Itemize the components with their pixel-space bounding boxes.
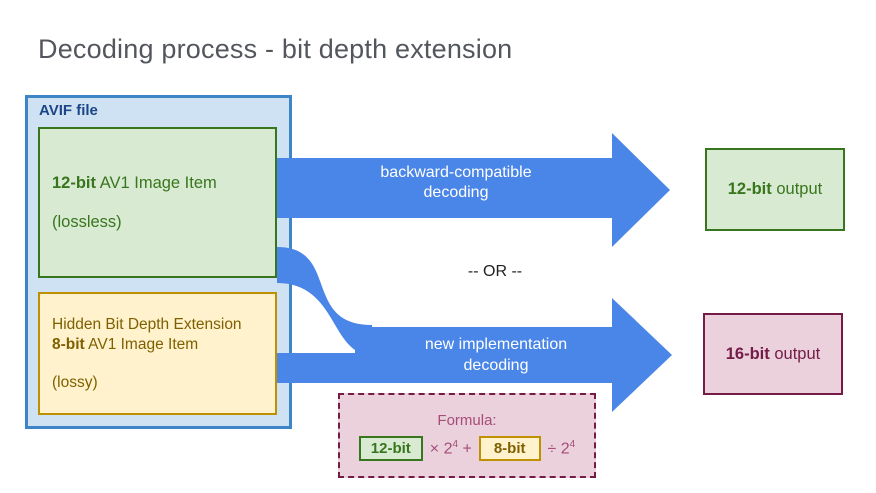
formula-expression: 12-bit × 24 + 8-bit ÷ 24	[358, 436, 576, 461]
16bit-output-label: 16-bit output	[725, 344, 821, 363]
12bit-av1-image-item-box: 12-bit AV1 Image Item (lossless)	[38, 127, 277, 278]
new-implementation-decoding-label: new implementation decoding	[424, 336, 568, 374]
formula-divide-term: ÷ 24	[547, 438, 576, 458]
formula-box: Formula: 12-bit × 24 + 8-bit ÷ 24	[338, 393, 596, 478]
12bit-output-box: 12-bit output	[705, 148, 845, 231]
formula-12bit-chip: 12-bit	[358, 436, 423, 461]
formula-title: Formula:	[437, 412, 497, 429]
formula-8bit-chip: 8-bit	[478, 436, 541, 461]
lossy-note: (lossy)	[52, 373, 98, 391]
12bit-av1-image-item-line: 12-bit AV1 Image Item	[52, 173, 217, 192]
lossless-note: (lossless)	[52, 212, 122, 231]
page-title: Decoding process - bit depth extension	[38, 34, 513, 64]
backward-compatible-decoding-label: backward-compatible decoding	[380, 164, 532, 201]
16bit-output-box: 16-bit output	[703, 313, 843, 395]
avif-file-label: AVIF file	[39, 102, 98, 119]
formula-times-term: × 24 +	[429, 438, 472, 458]
or-separator: -- OR --	[467, 263, 523, 280]
12bit-output-label: 12-bit output	[727, 180, 823, 198]
